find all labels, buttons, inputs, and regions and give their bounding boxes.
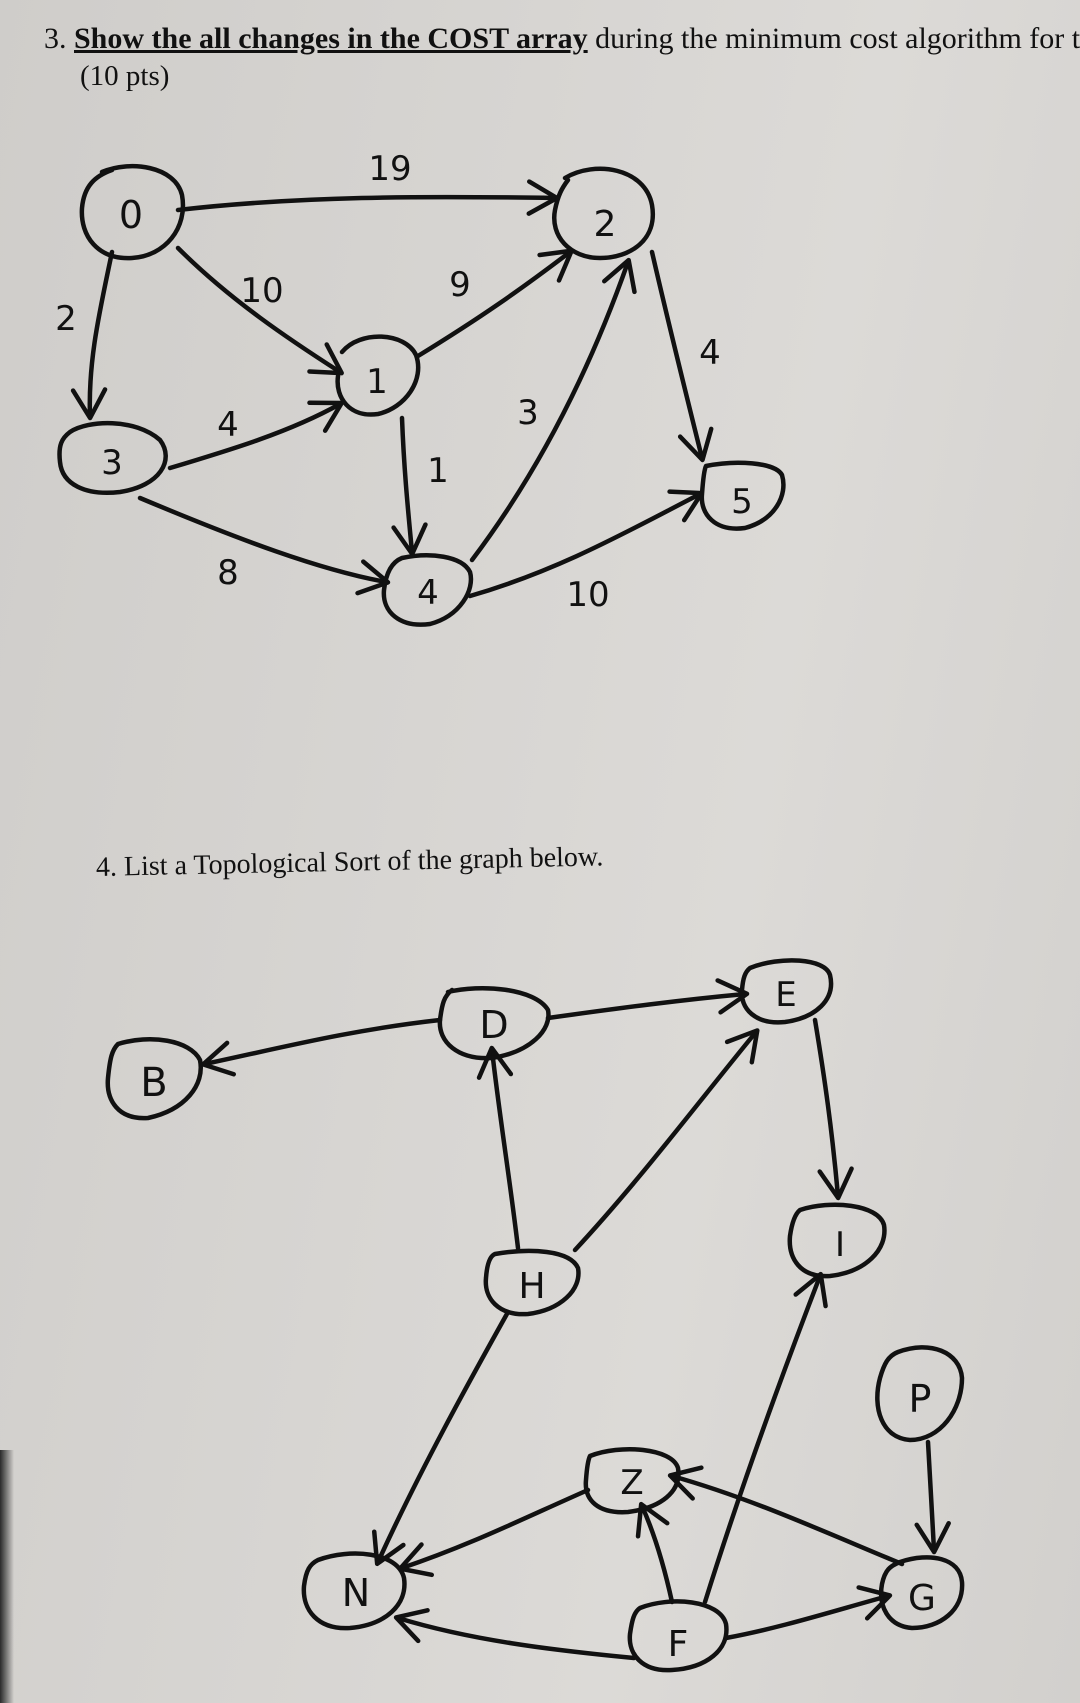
graph2-node: F [627,1599,729,1673]
graph1-edge-0-2 [175,179,560,216]
graph2-node-label: B [140,1060,167,1106]
question-3-points: (10 pts) [80,60,170,92]
graph1-weight: 8 [217,553,239,593]
graph2-node-label: P [909,1377,932,1421]
graph1-edge-1-4 [391,415,428,557]
graph2-node: B [105,1037,203,1121]
graph1-node-label: 4 [417,573,439,613]
graph1-edge-4-5 [467,489,705,599]
question-3-emphasis: Show the all changes in the COST array [74,22,588,55]
graph1-node: 0 [79,164,186,261]
graph2-node-label: E [775,975,796,1015]
graph2-node: Z [583,1447,681,1515]
graph2-node: E [739,958,834,1025]
graph1-node-label: 1 [366,362,388,402]
graph1-edge-0-3 [70,249,115,421]
graph2-node: N [301,1551,407,1631]
question-3-prompt: 3. Show the all changes in the COST arra… [44,22,1080,56]
graph2-edge-D-B [200,1017,443,1077]
graph2-node: G [878,1555,965,1631]
graph1-weight: 4 [217,405,239,445]
graph1-node-label: 5 [731,482,753,522]
graph2-node-label: D [479,1003,508,1047]
graph1-weight: 2 [55,299,77,339]
graph2-edge-F-I [702,1271,828,1605]
graph2-edge-P-G [914,1439,951,1555]
graph1-weight: 4 [699,333,721,373]
graph1-edge-1-2 [415,248,574,359]
graph2-node-label: F [668,1624,689,1665]
graph1-edge-4-2 [469,257,637,563]
graph1-node-label: 0 [119,193,143,237]
graph2-edge-G-Z [667,1465,905,1567]
graph2-edge-H-D [476,1045,521,1251]
graph1-edge-3-1 [167,400,344,471]
graph2-edge-E-I [812,1017,854,1201]
graph1-node-label: 3 [101,443,123,483]
graph2-edge-H-N [371,1309,511,1567]
graph2-node-label: Z [620,1463,643,1503]
graph1-weight: 9 [449,265,471,305]
graph2-edge-H-E [572,1028,760,1253]
graph2-node-label: I [835,1225,845,1265]
graph1-node-label: 2 [594,204,617,245]
graph1-node: 2 [551,166,656,261]
graph1-weight: 10 [240,271,283,311]
graph2-node: I [787,1202,887,1279]
graph1-edge-2-5 [649,249,714,463]
graph2-edge-F-G [723,1585,893,1641]
graph2-edge-F-N [393,1608,637,1661]
graph2-node-label: G [908,1578,936,1619]
graph2-node: H [483,1248,581,1317]
graph1-weight: 19 [368,149,411,189]
graph1-node: 3 [57,420,168,495]
graph1-node: 4 [381,553,474,627]
graph1-weight: 10 [566,575,609,615]
graph2-edge-F-Z [635,1501,675,1605]
graph2-node-label: N [342,1571,370,1615]
graph2-edge-Z-N [397,1487,591,1578]
graph1-weight: 1 [427,451,449,491]
graph2-node: D [437,986,551,1061]
graph2-node-label: H [518,1266,545,1307]
question-3-number: 3. [44,22,67,55]
question-3-rest: during the minimum cost algorithm for th [587,22,1080,55]
graph1-edge-3-4 [137,495,391,596]
graph1-weight: 3 [517,393,539,433]
graph-1: 0 1 2 3 4 5 19 10 2 9 4 1 3 4 8 10 [55,149,786,627]
paper-edge-shadow [0,1450,14,1703]
graph1-edge-0-1 [175,245,344,376]
graph1-node: 5 [699,460,786,531]
graph2-node: P [875,1345,965,1443]
graph1-node: 1 [335,334,421,417]
graph-2: B D E H I P Z N [105,958,965,1673]
graph2-edge-D-E [545,978,750,1021]
